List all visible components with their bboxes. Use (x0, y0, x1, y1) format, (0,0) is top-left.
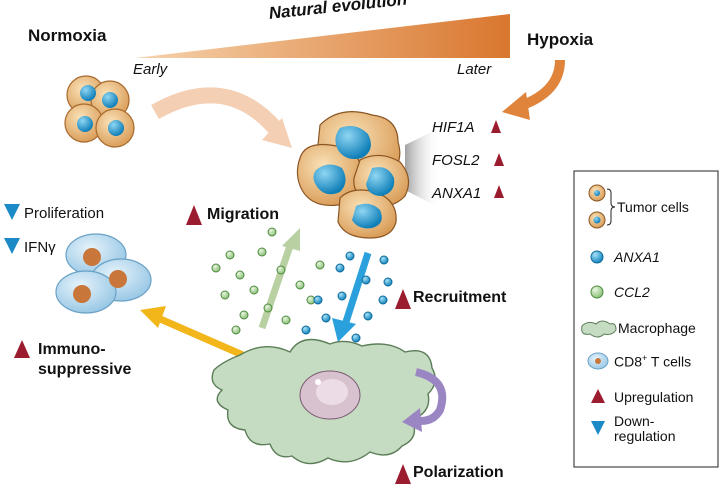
legend-downregulation-line1: Down- (614, 413, 655, 429)
gene-fosl2-label: FOSL2 (432, 152, 480, 169)
fosl2-up-triangle (494, 153, 504, 166)
hypoxia-tumor-cluster (296, 111, 440, 239)
ifn-gamma-label: IFNγ (24, 240, 56, 255)
legend-ccl2-dot (590, 285, 604, 299)
early-label: Early (133, 61, 168, 78)
legend-tumor-cells-label: Tumor cells (617, 199, 689, 215)
macrophage-large (211, 338, 436, 465)
legend-anxa1-label: ANXA1 (614, 249, 660, 265)
ifn-symbol: γ (48, 239, 56, 256)
legend-down-triangle (591, 421, 605, 435)
hypoxia-arrow-head (502, 92, 530, 120)
cd8-suffix: T cells (647, 353, 692, 370)
recruitment-arrow (341, 251, 372, 327)
anxa1-up-triangle (494, 185, 504, 198)
hypoxia-label: Hypoxia (527, 30, 594, 49)
legend-up-triangle (591, 389, 605, 403)
recruitment-label: Recruitment (413, 289, 507, 306)
legend-macrophage-label: Macrophage (618, 320, 696, 336)
polarization-arrow-head (402, 408, 422, 432)
ifn-down-triangle (4, 238, 20, 254)
migration-arrow-head (282, 228, 300, 251)
legend-tcell-icon (587, 352, 609, 370)
hif1a-up-triangle (491, 120, 501, 133)
immunosuppressive-arrow-head (140, 306, 166, 328)
normoxia-arrow (151, 87, 281, 134)
polarization-arrow (413, 368, 447, 425)
legend-ccl2-label: CCL2 (614, 284, 650, 300)
immuno-label-line2: suppressive (38, 361, 132, 378)
gene-anxa1-label: ANXA1 (432, 185, 482, 202)
anxa1-dots (301, 251, 393, 343)
ifn-prefix: IFN (24, 239, 49, 256)
legend-downregulation-line2: regulation (614, 428, 676, 444)
polarization-up-triangle (395, 464, 411, 484)
immuno-up-triangle (14, 340, 30, 358)
legend-tumor-icons (588, 184, 616, 229)
migration-up-triangle (186, 205, 202, 225)
ccl2-dots (211, 227, 325, 335)
recruitment-arrow-head (332, 318, 356, 342)
tcell-cluster (55, 233, 152, 314)
migration-arrow (258, 238, 296, 330)
proliferation-down-triangle (4, 204, 20, 220)
legend-macrophage-icon (581, 320, 617, 338)
migration-label: Migration (207, 206, 279, 223)
cd8-prefix: CD8 (614, 353, 643, 370)
gene-hif1a-label: HIF1A (432, 119, 475, 136)
immuno-label-line1: Immuno- (38, 341, 106, 358)
normoxia-arrow-head (262, 118, 292, 148)
proliferation-label: Proliferation (24, 205, 105, 222)
natural-evolution-wedge (135, 14, 510, 58)
cd8-superscript: + (642, 353, 648, 363)
recruitment-up-triangle (395, 289, 411, 309)
later-label: Later (457, 61, 492, 78)
polarization-label: Polarization (413, 464, 504, 481)
legend-cd8-label: CD8+ T cells (614, 354, 691, 369)
legend-anxa1-dot (590, 250, 604, 264)
legend-upregulation-label: Upregulation (614, 389, 694, 405)
normoxia-tumor-cluster (64, 75, 135, 148)
immunosuppressive-arrow (156, 314, 247, 360)
normoxia-label: Normoxia (28, 26, 107, 45)
